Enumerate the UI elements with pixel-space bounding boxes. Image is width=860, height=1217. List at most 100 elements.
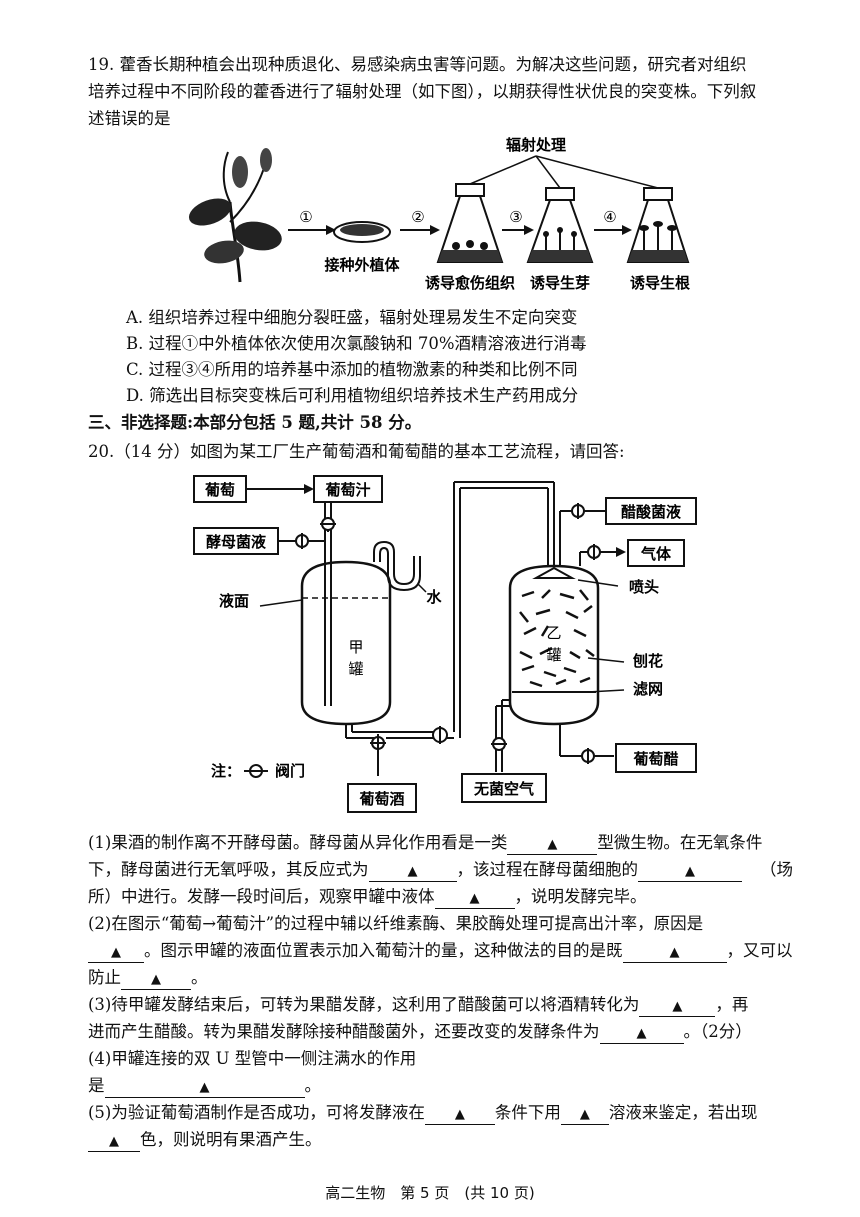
q20-p1-line3: 所）中进行。发酵一段时间后，观察甲罐中液体▲，说明发酵完毕。 [88,885,647,909]
q20-p1-text-c: 下，酵母菌进行无氧呼吸，其反应式为 [88,860,369,879]
answer-blank-1[interactable]: ▲ [507,834,598,855]
q20-stem: 20.（14 分）如图为某工厂生产葡萄酒和葡萄醋的基本工艺流程，请回答: [88,442,625,461]
q20-p5-text-c: 溶液来鉴定，若出现 [608,1103,758,1122]
blank-mark: ▲ [672,999,683,1014]
blank-mark: ▲ [685,864,695,879]
q20-p3-line1: (3)待甲罐发酵结束后，可转为果醋发酵，这利用了醋酸菌可以将酒精转化为 ▲ ，再 [88,993,748,1017]
petri-dish-icon [333,221,391,243]
q20-p5-text-d: 色，则说明有果酒产生。 [140,1130,322,1149]
step-3-label: ③ [509,208,522,226]
tank-a-char1: 甲 [348,638,363,656]
q20-p3-text-c: 进而产生醋酸。转为果醋发酵除接种醋酸菌外，还要改变的发酵条件为 [88,1022,600,1041]
vinegar-box [615,743,697,773]
tank-a [300,560,392,726]
answer-blank-2[interactable]: ▲ [368,861,457,882]
blank-mark: ▲ [547,837,558,852]
tissue-culture-figure: 辐射处理 ① 接种外植体 ② 诱导愈伤组织 ③ [188,136,690,292]
q20-p4-line2: 是 ▲ 。 [88,1074,321,1098]
q20-p4-line1: (4)甲罐连接的双 U 型管中一侧注满水的作用 [88,1049,417,1068]
q20-p5-line1: (5)为验证葡萄酒制作是否成功，可将发酵液在 ▲ 条件下用 ▲ 溶液来鉴定，若出现 [88,1101,757,1125]
fermentation-process-figure: 葡萄 葡萄汁 酵母菌液 液面 甲 罐 水 [193,475,697,813]
answer-blank-10[interactable]: ▲ [104,1077,305,1098]
q20-p3-text-a: (3)待甲罐发酵结束后，可转为果醋发酵，这利用了醋酸菌可以将酒精转化为 [88,995,640,1014]
blank-mark: ▲ [636,1026,647,1041]
liquid-level-label: 液面 [219,592,249,610]
q19-line2: 培养过程中不同阶段的藿香进行了辐射处理（如下图），以期获得性状优良的突变株。下列… [88,82,757,101]
blank-mark: ▲ [109,1134,119,1149]
blank-mark: ▲ [151,972,161,987]
q20-p1-line1: (1)果酒的制作离不开酵母菌。酵母菌从异化作用看是一类 ▲ 型微生物。在无氧条件 [88,831,762,855]
blank-mark: ▲ [454,1107,465,1122]
q20-p1-text-a: (1)果酒的制作离不开酵母菌。酵母菌从异化作用看是一类 [88,833,508,852]
page-footer: 高二生物 第 5 页 (共 10 页) [325,1184,535,1202]
tank-b [508,564,600,726]
wine-box [347,783,417,813]
q20-p2-line1: (2)在图示“葡萄→葡萄汁”的过程中辅以纤维素酶、果胶酶处理可提高出汁率，原因是 [88,914,704,933]
q20-p3-text-d: 。（2分） [683,1022,752,1041]
valve-label: 阀门 [275,762,305,780]
blank-mark: ▲ [579,1107,590,1122]
q20-p5-text-a: (5)为验证葡萄酒制作是否成功，可将发酵液在 [88,1103,425,1122]
filter-label: 滤网 [633,680,663,698]
section-3-heading: 三、非选择题:本部分包括 5 题,共计 58 分。 [88,413,422,432]
explant-label: 接种外植体 [324,256,400,274]
q20-p5-text-b: 条件下用 [494,1103,561,1122]
q20-p2-line3: 防止 ▲ 。 [88,966,208,990]
q19-option-c: C. 过程③④所用的培养基中添加的植物激素的种类和比例不同 [126,360,578,379]
flask-shoot-icon [526,187,594,263]
radiation-label: 辐射处理 [506,136,566,154]
step-4-label: ④ [603,208,616,226]
flask-callus-icon [436,183,504,263]
juice-label: 葡萄汁 [324,481,370,499]
q20-p2-text-e: 。 [191,968,208,987]
blank-mark: ▲ [199,1080,210,1095]
blank-mark: ▲ [669,945,680,960]
q20-p2-text-b: 。图示甲罐的液面位置表示加入葡萄汁的量，这种做法的目的是既 [144,941,623,960]
blank-mark: ▲ [469,891,480,906]
vinegar-label: 葡萄醋 [632,750,678,768]
wood-shavings [519,589,595,688]
yeast-label: 酵母菌液 [206,533,267,551]
q20-p4-text-b: 是 [88,1076,105,1095]
q20-p1-text-f: 所）中进行。发酵一段时间后，观察甲罐中液体 [88,887,435,906]
answer-blank-13[interactable]: ▲ [88,1131,140,1152]
q20-p3-line2: 进而产生醋酸。转为果醋发酵除接种醋酸菌外，还要改变的发酵条件为 ▲ 。（2分） [88,1020,752,1044]
answer-blank-9[interactable]: ▲ [599,1023,684,1044]
answer-blank-4[interactable]: ▲ [434,888,515,909]
root-label: 诱导生根 [630,274,690,292]
grape-box [193,475,247,503]
answer-blank-11[interactable]: ▲ [424,1104,495,1125]
q20-p3-text-b: ，再 [715,995,749,1014]
answer-blank-12[interactable]: ▲ [560,1104,609,1125]
acetic-label: 醋酸菌液 [621,503,682,521]
flask-root-icon [626,187,690,263]
q20-p2-text-c: ，又可以 [726,941,793,960]
q20-p5-line2: ▲ 色，则说明有果酒产生。 [88,1128,322,1152]
answer-blank-5[interactable]: ▲ [88,942,144,963]
gas-label: 气体 [640,545,672,563]
tank-b-char2: 罐 [546,646,561,664]
acetic-box [605,497,697,525]
q20-p1-text-b: 型微生物。在无氧条件 [597,833,763,852]
answer-blank-6[interactable]: ▲ [622,942,727,963]
q20-p1-text-d: ，该过程在酵母菌细胞的 [456,860,639,879]
q20-p2-text-d: 防止 [88,968,121,987]
wine-label: 葡萄酒 [358,790,404,808]
q19-option-d: D. 筛选出目标突变株后可利用植物组织培养技术生产药用成分 [126,386,579,405]
answer-blank-3[interactable]: ▲ [638,861,742,882]
sterile-air-label: 无菌空气 [473,780,534,798]
q19-line3: 述错误的是 [88,109,171,128]
sterile-air-box [461,773,547,803]
q20-p2-line2: ▲。图示甲罐的液面位置表示加入葡萄汁的量，这种做法的目的是既▲，又可以 [88,939,793,963]
shavings-label: 刨花 [632,652,663,670]
answer-blank-7[interactable]: ▲ [121,969,191,990]
q20-p4-text-c: 。 [304,1076,322,1095]
q19-line1: 19. 藿香长期种植会出现种质退化、易感染病虫害等问题。为解决这些问题，研究者对… [88,55,747,74]
q20-p1-text-e: （场 [760,860,793,879]
water-label: 水 [426,588,442,606]
q19-option-b: B. 过程①中外植体依次使用次氯酸钠和 70%酒精溶液进行消毒 [126,334,587,353]
answer-blank-8[interactable]: ▲ [639,996,716,1017]
gas-box [627,539,685,567]
juice-box [313,475,383,503]
plant-explant-icon [188,148,282,283]
